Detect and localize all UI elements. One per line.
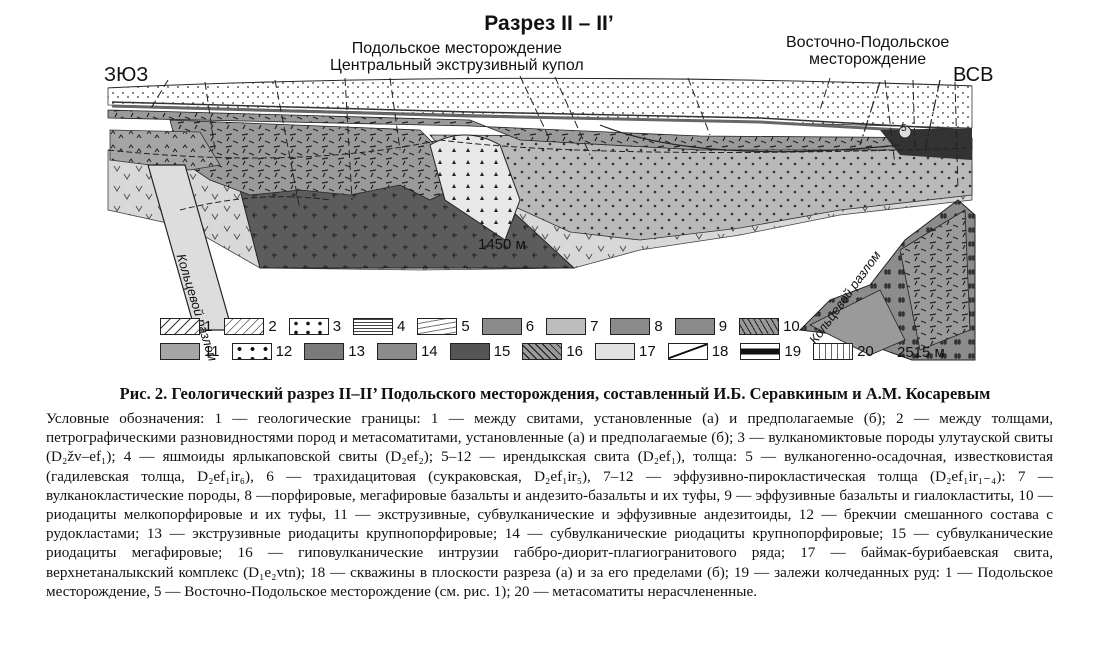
- legend-swatch-boundary2: [224, 318, 265, 335]
- legend-item-9: 9: [674, 318, 733, 335]
- legend-num: 14: [420, 343, 438, 360]
- direction-west-label: ЗЮЗ: [104, 64, 149, 86]
- legend-item-20: 20: [813, 343, 880, 360]
- legend-swatch-triangles: [231, 343, 272, 360]
- legend-num: 3: [332, 318, 342, 335]
- figure-title: Разрез II – II’: [484, 12, 614, 35]
- legend-num: 8: [654, 318, 663, 335]
- legend-item-3: 3: [288, 318, 347, 335]
- legend-num: 16: [566, 343, 584, 360]
- legend-num: 17: [639, 343, 656, 360]
- legend-num: 10: [783, 318, 800, 335]
- cross-section-drawing: [107, 75, 976, 361]
- legend-swatch-quotes: [813, 343, 854, 360]
- legend-num: 11: [204, 343, 220, 360]
- legend-item-13: 13: [304, 343, 371, 360]
- legend-num: 18: [711, 343, 729, 360]
- east-deposit-line1: Восточно-Подольское: [786, 34, 950, 51]
- legend-swatch-circles: [546, 318, 587, 335]
- legend-item-15: 15: [449, 343, 517, 360]
- legend-swatch-dots: [288, 318, 329, 335]
- legend-item-12: 12: [231, 343, 299, 360]
- legend-swatch-hash-light: [376, 343, 417, 360]
- legend-item-10: 10: [739, 318, 806, 335]
- legend-swatch-crosses: [522, 343, 563, 360]
- ore-body-5-icon: [898, 125, 912, 139]
- figure-caption: Рис. 2. Геологический разрез II–II’ Подо…: [119, 384, 991, 403]
- legend-item-8: 8: [610, 318, 668, 335]
- legend-num: 4: [397, 318, 406, 335]
- central-deposit-line2: Центральный экструзивный купол: [330, 57, 584, 74]
- east-deposit-label: Восточно-Подольское месторождение: [786, 34, 949, 68]
- legend-item-6: 6: [481, 318, 540, 335]
- legend-item-14: 14: [376, 343, 444, 360]
- legend-num: 1: [204, 318, 213, 335]
- east-deposit-line2: месторождение: [809, 51, 927, 68]
- legend-swatch-waves: [417, 318, 458, 335]
- legend-swatch-grey-ticks: [481, 318, 522, 335]
- legend-swatch-boundary: [160, 318, 200, 335]
- ore-body-marker: 5: [901, 123, 907, 134]
- depth-label-1450: 1450 м: [478, 236, 526, 253]
- legend-swatch-hash-dark: [449, 343, 490, 360]
- legend-swatch-L: [610, 318, 651, 335]
- legend-item-4: 4: [353, 318, 411, 335]
- legend-num: 19: [784, 343, 802, 360]
- legend-num: 15: [493, 343, 511, 360]
- legend-num: 5: [461, 318, 470, 335]
- legend-item-19: 19: [740, 343, 807, 360]
- legend-num: 13: [348, 343, 365, 360]
- legend-description: Условные обозначения: 1 — геологические …: [46, 410, 1053, 600]
- extrusive-dome: [429, 134, 521, 241]
- central-deposit-line1: Подольское месторождение: [351, 40, 562, 57]
- legend-num: 9: [718, 318, 728, 335]
- direction-east-label: ВСВ: [953, 64, 994, 86]
- legend-num: 12: [275, 343, 293, 360]
- legend-item-17: 17: [595, 343, 662, 360]
- legend-item-1: 1: [160, 318, 218, 335]
- legend-item-7: 7: [546, 318, 604, 335]
- legend-swatch-dashes: [739, 318, 780, 335]
- legend-row-2: 11 12 13 14 15 16 17 18 19 20: [160, 343, 886, 360]
- legend-swatch-carets: [160, 343, 200, 360]
- legend-item-11: 11: [160, 343, 226, 360]
- legend-item-18: 18: [667, 343, 735, 360]
- legend-swatch-lines: [353, 318, 394, 335]
- legend-item-2: 2: [224, 318, 282, 335]
- legend-swatch-vees: [595, 343, 636, 360]
- legend-num: 2: [268, 318, 277, 335]
- legend-num: 6: [525, 318, 535, 335]
- legend-item-5: 5: [417, 318, 475, 335]
- legend-swatch-dark-dashes: [304, 343, 345, 360]
- upper-sediments: [107, 78, 973, 129]
- central-deposit-label: Подольское месторождение Центральный экс…: [330, 40, 584, 74]
- legend-swatch-r: [674, 318, 715, 335]
- legend-num: 20: [857, 343, 874, 360]
- depth-label-2515: 2515 м: [897, 344, 945, 361]
- legend-row-1: 1 2 3 4 5 6 7 8 9 10: [160, 318, 812, 335]
- legend-item-16: 16: [522, 343, 589, 360]
- legend-num: 7: [590, 318, 599, 335]
- geological-section-figure: Разрез II – II’ Подольское месторождение…: [104, 12, 994, 363]
- legend-swatch-wells: [667, 343, 708, 360]
- legend-swatch-ore: [740, 343, 781, 360]
